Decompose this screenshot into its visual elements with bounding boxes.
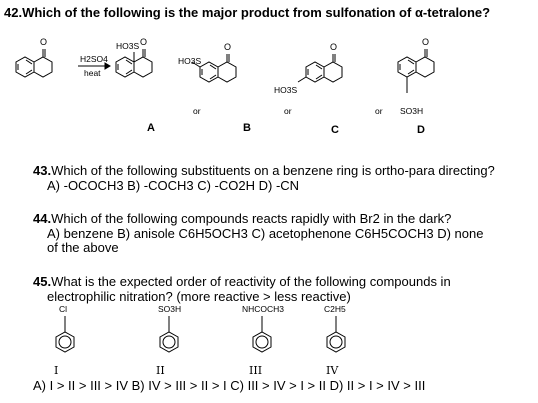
q43-text: Which of the following substituents on a… [51, 163, 495, 178]
q42-stem: 42.Which of the following is the major p… [4, 5, 490, 20]
option-b-carbonyl-o: O [224, 42, 232, 52]
option-a-substituent: HO3S [116, 41, 140, 51]
q44-text: Which of the following compounds reacts … [51, 211, 452, 226]
q45-compound-iv-substituent: C2H5 [324, 304, 346, 314]
option-d-letter: D [417, 124, 425, 136]
reagent-h2so4: H2SO4 [80, 54, 108, 64]
q42-text: Which of the following is the major prod… [22, 5, 491, 20]
alpha-tetralone-start [15, 49, 53, 78]
option-c-letter: C [331, 124, 339, 136]
option-d-carbonyl-o: O [422, 37, 430, 47]
q45-compound-iii-substituent: NHCOCH3 [242, 304, 285, 314]
q45-compound-i-ring [55, 316, 75, 353]
q45-compound-iv-label: IV [326, 364, 339, 377]
option-c-substituent: HO3S [274, 85, 298, 95]
option-a-carbonyl-o: O [140, 37, 148, 47]
q45-stem-line1: 45.What is the expected order of reactiv… [33, 274, 451, 289]
option-b-structure [191, 54, 237, 83]
q44-answers-line2: of the above [47, 240, 119, 255]
q45-compound-i-label: I [54, 364, 59, 377]
q45-compound-iii-label: III [249, 364, 263, 377]
option-b-letter: B [243, 122, 251, 134]
q43-number: 43. [33, 163, 52, 178]
option-a-letter: A [147, 122, 155, 134]
q45-stem-line2: electrophilic nitration? (more reactive … [47, 289, 351, 304]
option-c-carbonyl-o: O [330, 42, 338, 52]
option-b-separator: or [284, 106, 292, 116]
q43-answers: A) -OCOCH3 B) -COCH3 C) -CO2H D) -CN [47, 178, 300, 193]
reagent-heat: heat [84, 68, 101, 78]
option-a-separator: or [193, 106, 201, 116]
option-d-substituent: SO3H [400, 106, 424, 116]
q45-answers: A) I > II > III > IV B) IV > III > II > … [33, 378, 426, 393]
q44-number: 44. [33, 211, 52, 226]
option-a-structure [115, 49, 153, 78]
q45-number: 45. [33, 274, 52, 289]
option-b-substituent: HO3S [178, 56, 202, 66]
option-c-structure [297, 54, 343, 83]
option-c-separator: or [375, 106, 383, 116]
q45-compound-ii-substituent: SO3H [158, 304, 182, 314]
q43-stem: 43.Which of the following substituents o… [33, 163, 495, 178]
q45-compound-iii-ring [252, 316, 272, 353]
start-carbonyl-o: O [40, 37, 48, 47]
q45-compound-ii-ring [159, 316, 179, 353]
option-d-structure [397, 49, 435, 93]
q44-stem: 44.Which of the following compounds reac… [33, 211, 451, 226]
q45-compound-i-substituent: Cl [59, 304, 68, 314]
q45-text-line1: What is the expected order of reactivity… [51, 274, 451, 289]
q42-number: 42. [4, 5, 23, 20]
q44-answers-line1: A) benzene B) anisole C6H5OCH3 C) acetop… [47, 226, 484, 241]
q45-compound-iv-ring [326, 316, 346, 353]
q45-compound-ii-label: II [156, 364, 165, 377]
